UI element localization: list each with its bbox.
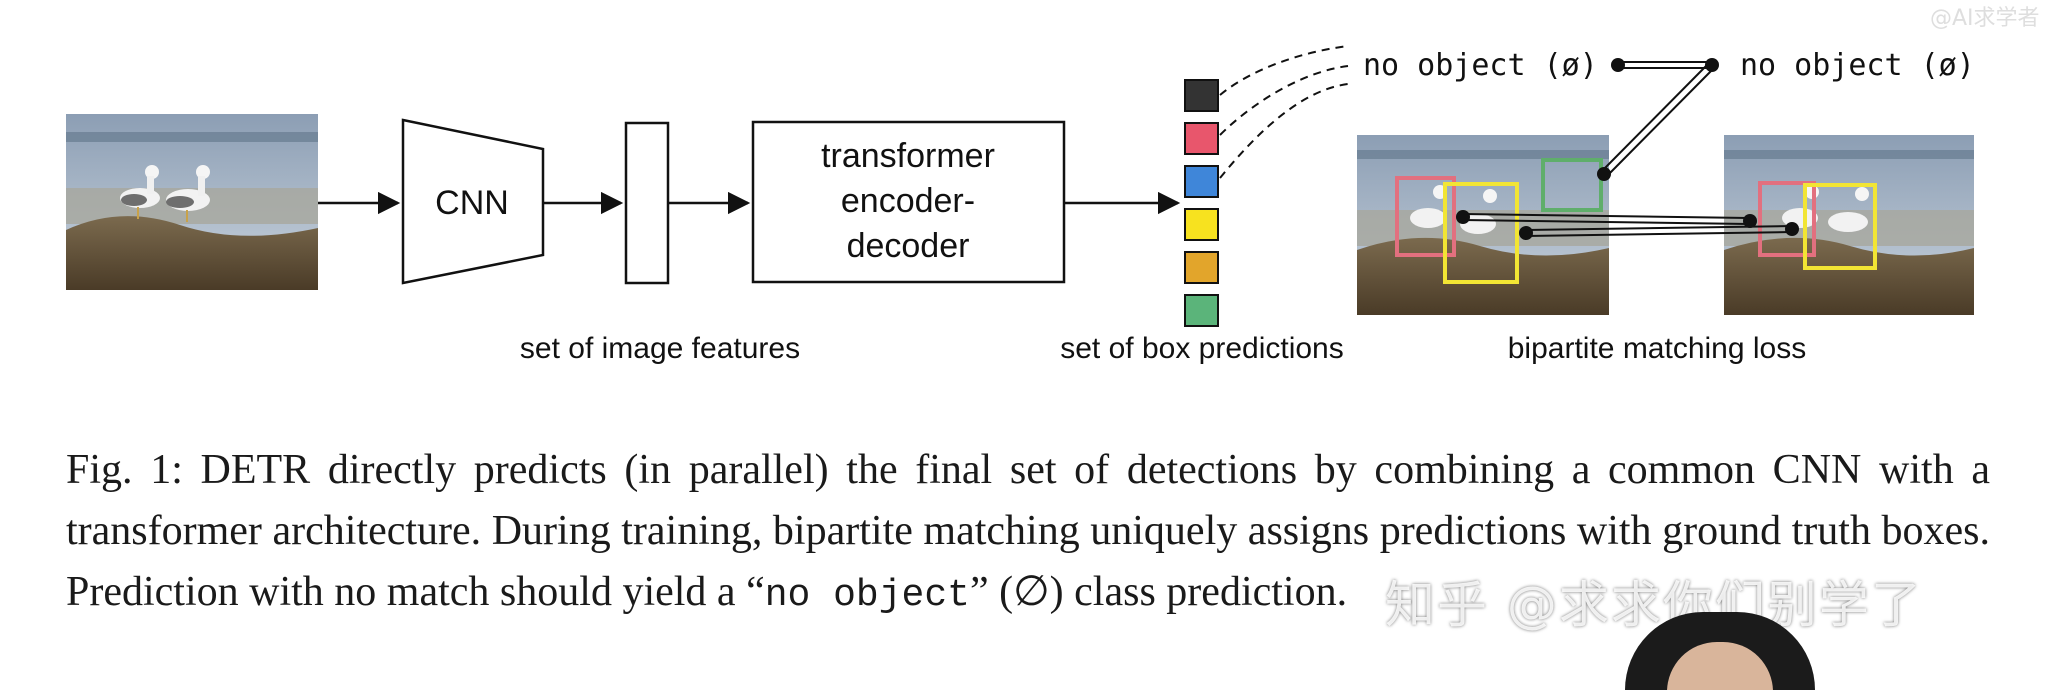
- ground-truth-image: [1724, 135, 1974, 315]
- prediction-square-4: [1184, 208, 1219, 241]
- pred-box-yellow: [1443, 182, 1519, 284]
- transformer-block: [751, 120, 1066, 284]
- caption-open-quote: “: [746, 569, 765, 615]
- box-predictions-stack: [1184, 79, 1219, 327]
- caption-close-quote: ”: [969, 569, 989, 615]
- bipartite-matching-label: bipartite matching loss: [1508, 332, 1806, 365]
- transformer-label-line-1: transformer: [821, 137, 995, 175]
- cnn-block: [401, 118, 545, 285]
- caption-text: Fig. 1: DETR directly predicts (in paral…: [66, 447, 1990, 615]
- prediction-image: [1357, 135, 1609, 315]
- seagull-left: [120, 165, 160, 219]
- gt-box-yellow: [1803, 183, 1877, 270]
- prediction-square-3: [1184, 165, 1219, 198]
- pred-box-green: [1541, 158, 1603, 212]
- input-image: [66, 114, 318, 290]
- image-features-block: [624, 121, 670, 285]
- caption-code-no-object: no object: [764, 574, 970, 617]
- prediction-square-2: [1184, 122, 1219, 155]
- transformer-label-line-2: encoder-: [841, 182, 975, 220]
- presenter-face: [1667, 642, 1773, 690]
- box-predictions-label: set of box predictions: [1060, 332, 1344, 365]
- detr-pipeline-diagram: CNN transformer encoder- decoder no obje…: [66, 45, 1975, 365]
- transformer-label-line-3: decoder: [847, 227, 970, 265]
- no-object-label-left: no object (ø): [1363, 48, 1598, 83]
- corner-watermark: @AI求学者: [1930, 6, 2040, 31]
- prediction-square-1: [1184, 79, 1219, 112]
- prediction-square-6: [1184, 294, 1219, 327]
- cnn-label: CNN: [435, 184, 509, 222]
- prediction-square-5: [1184, 251, 1219, 284]
- watermark: 知乎 @求求你们别学了: [1385, 576, 1923, 634]
- no-object-label-right: no object (ø): [1740, 48, 1975, 83]
- image-features-label: set of image features: [520, 332, 800, 365]
- seagull-right: [166, 165, 210, 222]
- gt-box-red: [1758, 181, 1816, 257]
- caption-text-end: (∅) class prediction.: [988, 569, 1348, 615]
- figure-caption: Fig. 1: DETR directly predicts (in paral…: [66, 440, 1990, 626]
- pred-box-red: [1395, 176, 1456, 257]
